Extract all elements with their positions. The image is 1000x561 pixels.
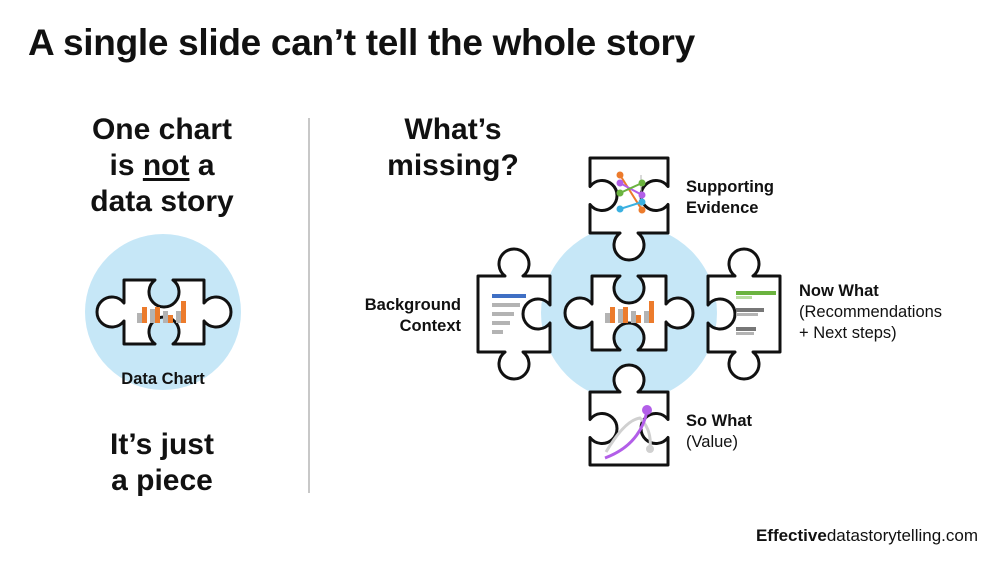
center-data-chart-piece <box>563 274 695 352</box>
bar-icon <box>736 296 752 299</box>
bar-icon <box>736 313 758 316</box>
bar-icon <box>644 311 649 323</box>
trend-line-icon <box>604 410 649 460</box>
text: Supporting <box>686 178 774 196</box>
text: a piece <box>111 464 213 497</box>
text: datastorytelling.com <box>826 526 978 545</box>
bar-icon <box>492 330 503 334</box>
bar-icon <box>176 311 181 323</box>
text: + Next steps) <box>799 324 897 342</box>
text: Evidence <box>686 199 759 217</box>
text: missing? <box>387 149 519 182</box>
brand-footer: Effectivedatastorytelling.com <box>756 526 978 546</box>
network-node-icon <box>616 205 624 213</box>
now-what-label: Now What (Recommendations + Next steps) <box>799 281 942 344</box>
bar-icon <box>163 311 168 323</box>
network-node-icon <box>638 179 646 187</box>
network-line-icon <box>619 182 643 194</box>
bar-icon <box>610 307 615 323</box>
bar-icon <box>636 315 641 323</box>
text: Context <box>399 317 461 335</box>
network-node-icon <box>616 171 624 179</box>
bar-icon <box>605 313 610 323</box>
text: What’s <box>404 113 502 146</box>
bar-icon <box>736 332 754 335</box>
network-node-icon <box>638 198 646 206</box>
emphasis-not: not <box>142 149 190 182</box>
left-heading-line: is not a <box>42 148 282 184</box>
text: is <box>109 149 143 182</box>
text: So What <box>686 412 752 430</box>
bar-icon <box>736 291 776 295</box>
bar-icon <box>181 301 186 323</box>
left-heading-line: One chart <box>91 113 233 146</box>
network-node-icon <box>616 179 624 187</box>
bar-icon <box>736 327 756 331</box>
background-context-label: Background Context <box>330 295 461 337</box>
bar-icon <box>649 301 654 323</box>
so-what-label: So What (Value) <box>686 411 752 453</box>
bar-icon <box>150 309 155 323</box>
bar-icon <box>492 321 510 325</box>
text: (Recommendations <box>799 303 943 321</box>
text: Effective <box>755 526 827 545</box>
left-footer-heading: It’s just a piece <box>42 427 282 499</box>
bar-icon <box>142 307 147 323</box>
text: (Value) <box>686 433 738 451</box>
network-node-icon <box>616 189 624 197</box>
bar-icon <box>631 311 636 323</box>
page-title: A single slide can’t tell the whole stor… <box>28 22 695 63</box>
bar-icon <box>155 307 160 323</box>
supporting-evidence-label: Supporting Evidence <box>686 177 774 219</box>
bar-icon <box>492 312 514 316</box>
bar-icon <box>618 309 623 323</box>
network-node-icon <box>638 206 646 214</box>
bar-icon <box>736 308 764 312</box>
right-heading: What’s missing? <box>333 112 573 184</box>
left-heading-line: data story <box>90 185 234 218</box>
text: a <box>189 149 215 182</box>
network-line-icon <box>619 201 643 210</box>
bar-icon <box>492 303 520 307</box>
bar-icon <box>137 313 142 323</box>
network-node-icon <box>638 191 646 199</box>
data-chart-label: Data Chart <box>121 370 205 388</box>
bar-icon <box>623 307 628 323</box>
left-heading: One chart is not a data story <box>42 112 282 220</box>
text: Now What <box>799 282 879 300</box>
bar-icon <box>492 294 526 298</box>
trend-point-icon <box>646 445 654 453</box>
text: It’s just <box>110 428 214 461</box>
bar-icon <box>168 315 173 323</box>
text: Background <box>364 296 461 314</box>
trend-point-icon <box>642 405 652 415</box>
trend-line-icon <box>604 416 652 453</box>
